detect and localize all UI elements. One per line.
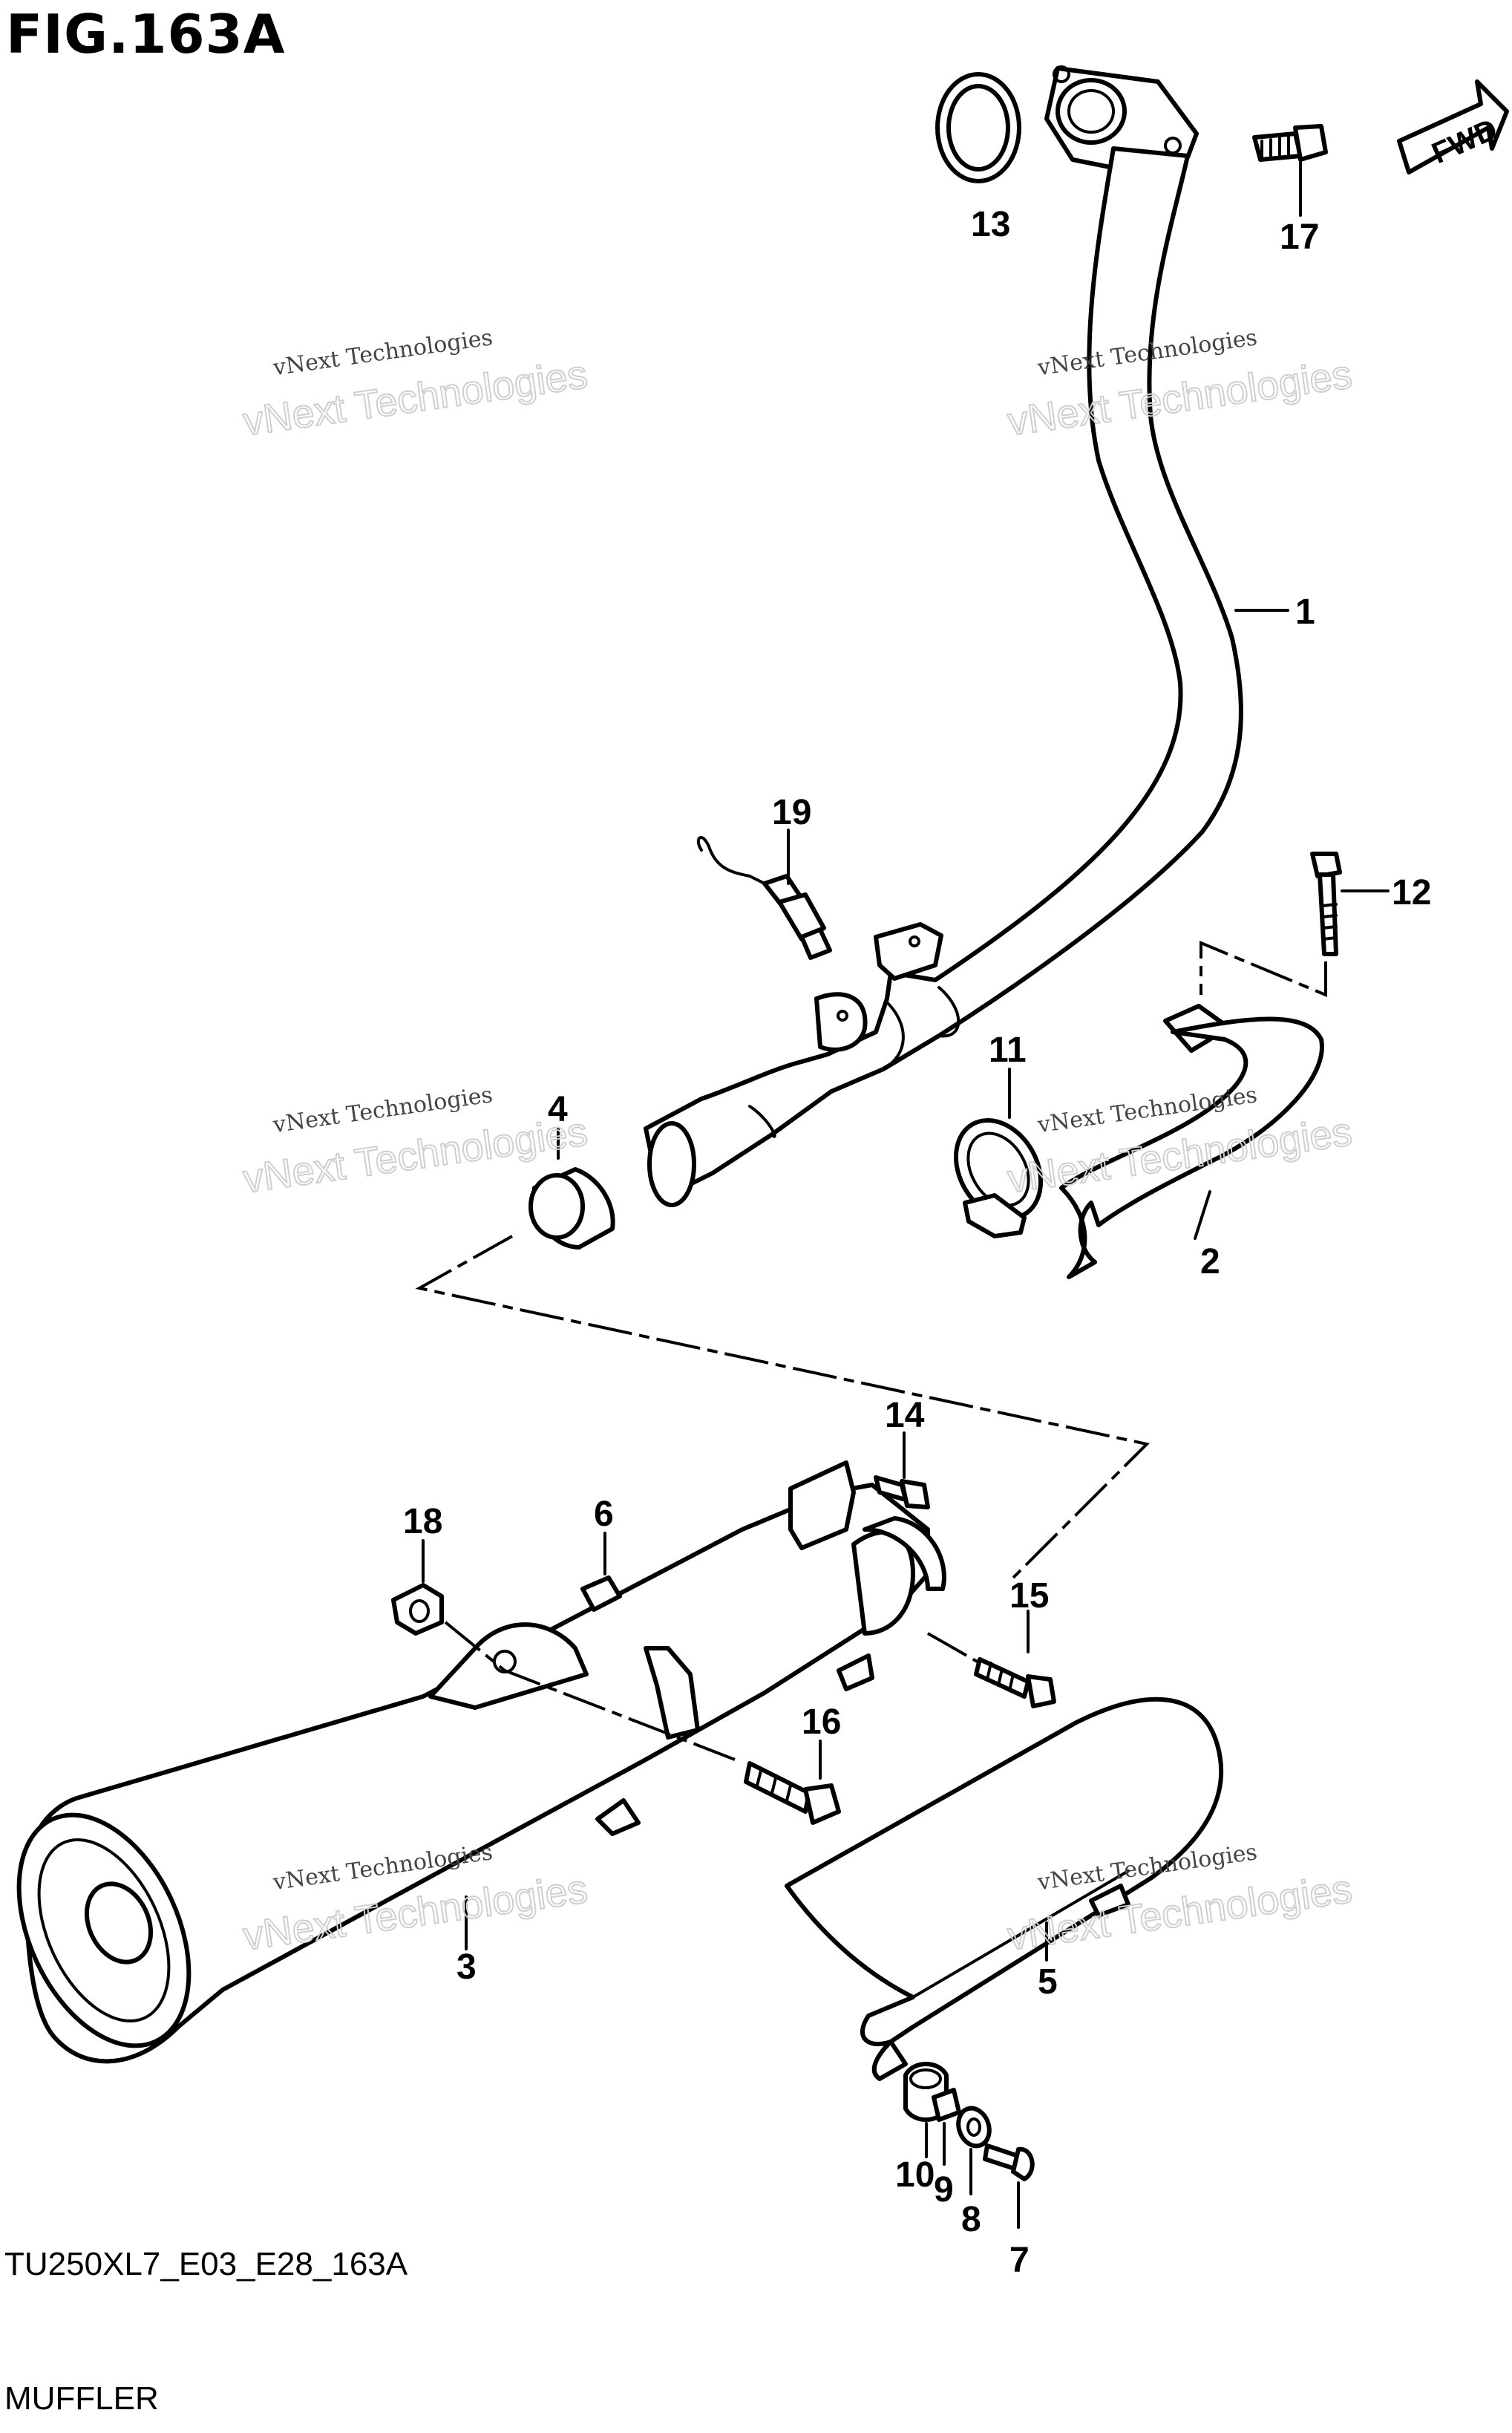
callout-8: 8: [961, 2200, 981, 2239]
callout-4: 4: [548, 1090, 568, 1129]
part-11-clamp[interactable]: [939, 1105, 1058, 1238]
part-6-bracket[interactable]: [580, 1575, 622, 1612]
figure-name: MUFFLER: [4, 2380, 159, 2417]
part-12-bolt[interactable]: [1310, 852, 1342, 956]
callout-11: 11: [989, 1031, 1027, 1070]
callout-17: 17: [1280, 218, 1319, 257]
figure-title: FIG.163A: [6, 3, 286, 65]
callout-15: 15: [1009, 1576, 1049, 1616]
callout-2: 2: [1200, 1242, 1220, 1281]
watermark-mid-left: vNext Technologies vNext Technologies: [240, 1082, 591, 1202]
callout-3: 3: [456, 1947, 477, 1987]
callout-10: 10: [895, 2155, 935, 2195]
part-2-heat-shield[interactable]: [1059, 1004, 1324, 1279]
part-17-bolt[interactable]: [1252, 124, 1328, 162]
part-18-nut[interactable]: [391, 1583, 444, 1636]
part-4-sleeve[interactable]: [528, 1167, 615, 1250]
part-15-bolt[interactable]: [974, 1657, 1056, 1708]
callout-7: 7: [1009, 2241, 1030, 2280]
part-5-heat-cover[interactable]: [785, 1696, 1224, 2081]
part-8-washer[interactable]: [953, 2104, 994, 2151]
fwd-arrow-icon: FWD: [1397, 79, 1509, 174]
part-19-sensor[interactable]: [696, 835, 832, 960]
callout-14: 14: [885, 1396, 925, 1435]
figure-code: TU250XL7_E03_E28_163A: [4, 2246, 408, 2282]
watermark-top-left: vNext Technologies vNext Technologies: [240, 324, 591, 445]
part-1-exhaust-pipe[interactable]: [644, 65, 1243, 1207]
part-9-collar[interactable]: [932, 2088, 961, 2122]
callout-9: 9: [934, 2170, 954, 2210]
callout-13: 13: [971, 205, 1010, 244]
part-14-bolt[interactable]: [874, 1475, 930, 1509]
callout-5: 5: [1038, 1962, 1058, 2002]
callout-16: 16: [802, 1702, 841, 1742]
callout-19: 19: [772, 793, 811, 832]
callout-12: 12: [1392, 873, 1431, 912]
part-3-muffler[interactable]: [0, 1460, 946, 2073]
part-13-gasket[interactable]: [935, 72, 1021, 183]
callout-1: 1: [1295, 592, 1315, 632]
part-7-bolt[interactable]: [983, 2143, 1035, 2181]
callout-labels: 13 17 1 19 12 11 4 2 14 18 6 15 16 3 5 1…: [403, 205, 1431, 2280]
callout-6: 6: [594, 1495, 614, 1534]
callout-18: 18: [403, 1502, 442, 1541]
watermark-top-right: vNext Technologies vNext Technologies: [1004, 324, 1355, 445]
part-16-bolt[interactable]: [744, 1761, 841, 1825]
